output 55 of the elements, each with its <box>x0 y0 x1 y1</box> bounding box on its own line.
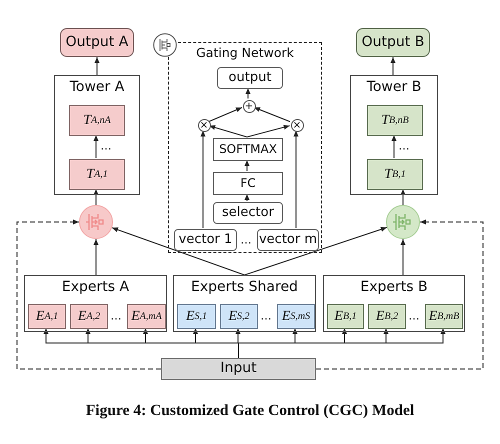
ellipsis-label: … <box>100 140 112 152</box>
panel-heading: Gating Network <box>195 46 295 60</box>
multiply-circle: × <box>290 118 304 132</box>
arrow <box>208 107 242 122</box>
gate-circle <box>386 205 420 239</box>
arrow <box>246 124 290 138</box>
ellipsis-label: … <box>240 234 252 246</box>
arrow <box>94 134 98 158</box>
arrow <box>390 56 396 76</box>
ellipsis-label: … <box>260 310 272 322</box>
arrow <box>94 238 98 276</box>
arrow <box>208 125 248 138</box>
panel-heading: Experts A <box>60 280 130 296</box>
tower-panel <box>54 75 140 195</box>
output-box: Output A <box>60 28 134 57</box>
experts-panel <box>173 275 316 332</box>
tower-panel <box>350 75 438 195</box>
arrow <box>246 88 250 99</box>
dashed-arrow <box>316 220 484 370</box>
arrow <box>400 188 406 206</box>
experts-panel <box>323 275 465 332</box>
arrow <box>400 238 406 276</box>
arrow <box>200 130 206 228</box>
arrow <box>294 130 298 228</box>
output-box: Output B <box>356 28 430 57</box>
arrow <box>238 328 446 358</box>
vector-box: vector m <box>257 229 319 251</box>
softmax-box: SOFTMAX <box>213 138 283 161</box>
panel-heading: Tower A <box>68 80 126 96</box>
input-bar: Input <box>161 358 316 380</box>
experts-panel <box>24 275 167 332</box>
arrow <box>244 226 388 276</box>
selector-box: selector <box>213 202 283 224</box>
dashed-arrow <box>16 220 162 370</box>
arrow <box>392 134 396 158</box>
arrow <box>112 227 245 276</box>
ellipsis-label: … <box>408 310 420 322</box>
plus-circle: + <box>242 100 256 112</box>
arrow <box>94 188 98 206</box>
gate-circle <box>79 205 113 239</box>
vector-box: vector 1 <box>174 229 237 251</box>
ellipsis-label: … <box>398 140 410 152</box>
arrow <box>244 194 250 202</box>
panel-heading: Tower B <box>366 80 422 96</box>
arrow <box>244 160 250 172</box>
arrow <box>94 56 100 76</box>
fc-layer-box: FC <box>213 172 283 195</box>
panel-heading: Experts B <box>359 280 429 296</box>
panel-heading: Experts Shared <box>190 280 299 296</box>
multiply-circle: × <box>198 118 210 132</box>
gating-network-panel <box>168 42 322 253</box>
output-box: output <box>217 67 283 89</box>
ellipsis-label: … <box>110 310 122 322</box>
figure-caption: Figure 4: Customized Gate Control (CGC) Model <box>84 402 416 420</box>
arrow <box>254 106 290 122</box>
